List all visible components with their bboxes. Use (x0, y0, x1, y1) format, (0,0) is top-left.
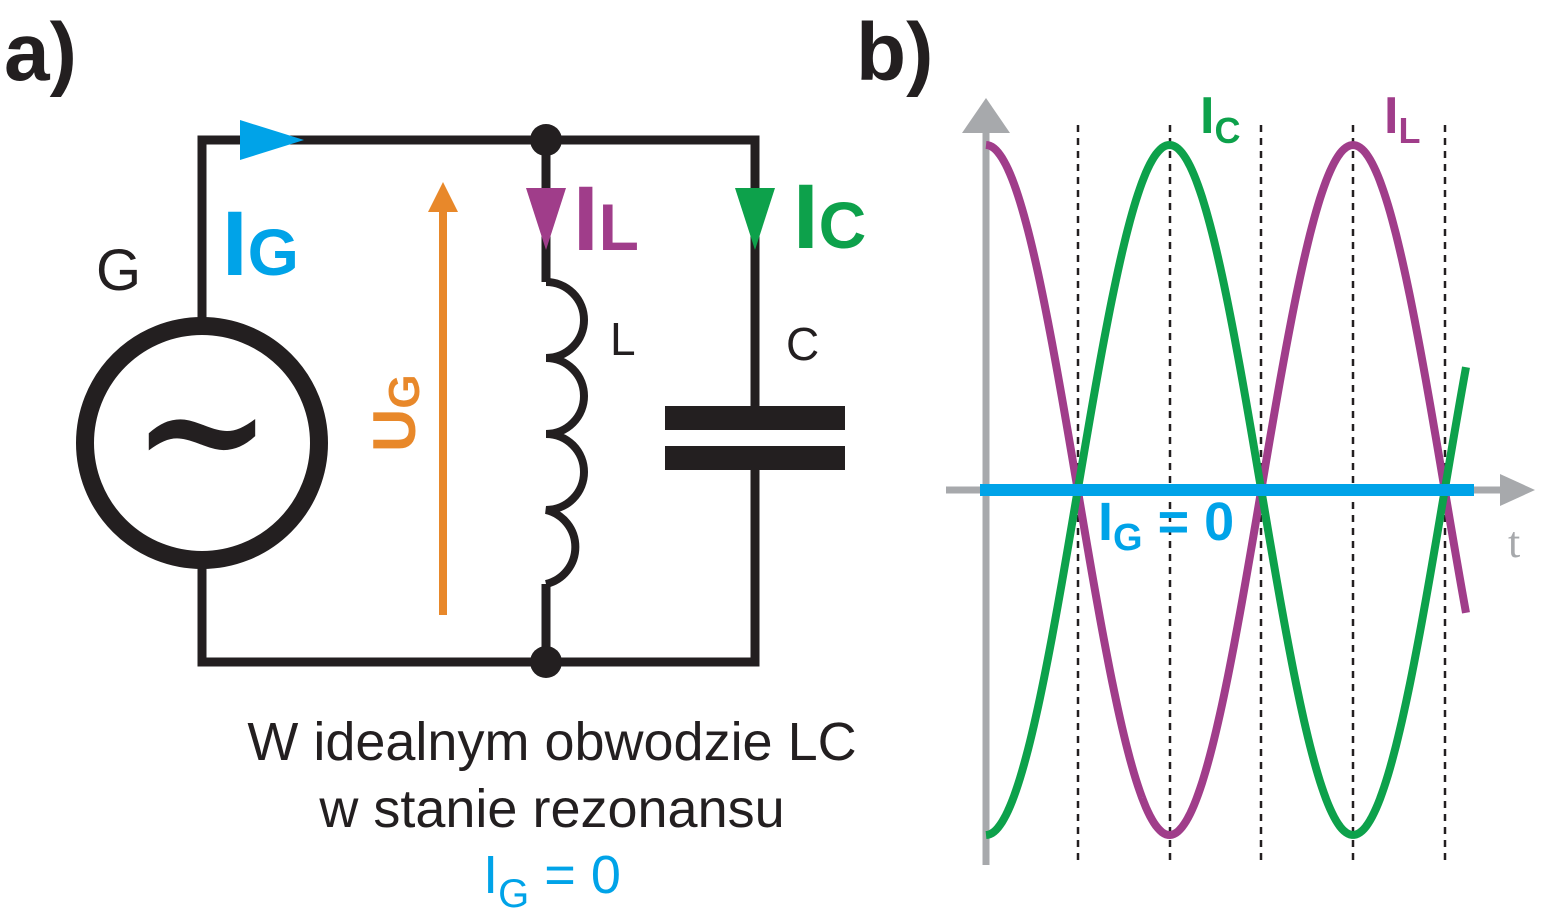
ug-label: UG (361, 374, 429, 452)
caption-line-2: w stanie rezonansu (318, 779, 784, 839)
il-curve-label: IL (1384, 87, 1420, 151)
ic-label: IC (793, 166, 866, 268)
inductor-label: L (610, 313, 636, 365)
ig-label: IG (222, 193, 299, 295)
il-arrow-icon (526, 188, 566, 250)
series-ic-curve (985, 140, 1470, 839)
panel-b-label: b) (856, 7, 933, 98)
caption-line-1: W idealnym obwodzie LC (247, 712, 856, 772)
y-axis-arrow-icon (962, 98, 1010, 133)
junction-bottom (530, 646, 562, 678)
x-axis-arrow-icon (1500, 474, 1535, 506)
junction-top (530, 124, 562, 156)
series-il-curve (985, 141, 1470, 840)
generator-label: G (96, 238, 141, 303)
generator-symbol: ~ (76, 317, 328, 569)
wire-bottom (197, 470, 760, 667)
panel-a-label: a) (4, 7, 77, 98)
panel-b: b) t IC IL IG = 0 (856, 7, 1535, 865)
ig-zero-label: IG = 0 (1098, 492, 1234, 559)
capacitor-symbol (665, 406, 845, 470)
sine-wave-icon: ~ (131, 329, 273, 529)
panel-a: a) ~ G L C IG IL (4, 7, 866, 915)
inductor-coil (544, 278, 588, 588)
x-axis-label: t (1508, 518, 1520, 567)
ig-arrow-icon (240, 120, 304, 160)
ug-arrowhead-icon (428, 182, 458, 212)
capacitor-label: C (786, 318, 819, 370)
ic-arrow-icon (735, 188, 775, 250)
il-label: IL (573, 168, 639, 270)
caption-ig-zero: IG = 0 (483, 845, 621, 915)
wire-top (197, 135, 760, 410)
ic-curve-label: IC (1200, 87, 1240, 151)
